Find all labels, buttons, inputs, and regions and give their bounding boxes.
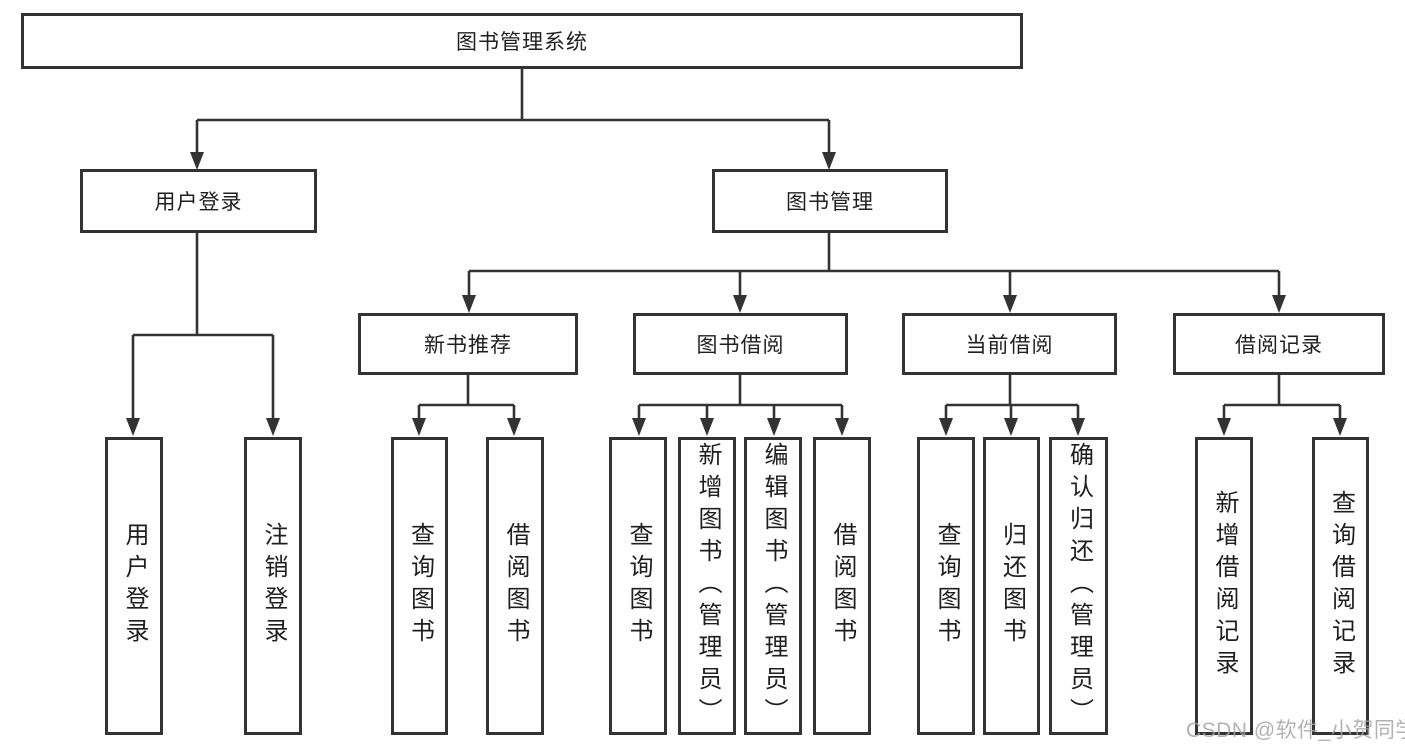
- node-label: 用户登录: [121, 522, 148, 650]
- node-label: 用户登录: [154, 191, 243, 214]
- leaf-add-borrow-record: 新增借阅记录: [1195, 437, 1253, 735]
- node-label: 借阅图书: [502, 522, 529, 650]
- leaf-edit-books-admin: 编辑图书（管理员）: [744, 437, 802, 735]
- node-label: 新增图书（管理员）: [694, 442, 721, 730]
- node-label: 新增借阅记录: [1211, 490, 1238, 682]
- node-book-management: 图书管理: [712, 169, 948, 233]
- node-label: 注销登录: [260, 522, 287, 650]
- csdn-watermark: CSDN @软件_小贺同学: [1186, 719, 1405, 742]
- node-label: 图书管理: [786, 191, 874, 214]
- node-system-root: 图书管理系统: [21, 13, 1023, 69]
- connector-segments: [131, 68, 1342, 420]
- node-label: 归还图书: [998, 522, 1026, 650]
- leaf-add-books-admin: 新增图书（管理员）: [678, 437, 736, 735]
- node-new-book-recommend: 新书推荐: [358, 313, 578, 375]
- node-user-login: 用户登录: [80, 169, 317, 233]
- arrowheads: [126, 152, 1347, 436]
- leaf-borrow-books: 借阅图书: [486, 437, 544, 735]
- node-label: 查询借阅记录: [1327, 490, 1355, 682]
- node-label: 新书推荐: [424, 334, 512, 357]
- node-label: 当前借阅: [965, 334, 1054, 357]
- leaf-borrow-books: 借阅图书: [813, 437, 871, 735]
- node-borrowing-records: 借阅记录: [1173, 313, 1385, 375]
- leaf-logout: 注销登录: [244, 437, 302, 735]
- node-label: 查询图书: [933, 522, 960, 650]
- node-label: 借阅记录: [1235, 334, 1323, 357]
- leaf-return-books: 归还图书: [983, 437, 1040, 735]
- node-label: 图书借阅: [696, 334, 785, 357]
- leaf-query-borrow-record: 查询借阅记录: [1312, 437, 1369, 735]
- node-label: 图书管理系统: [456, 31, 588, 54]
- leaf-user-login: 用户登录: [105, 437, 163, 735]
- node-label: 查询图书: [406, 522, 434, 650]
- node-label: 查询图书: [625, 522, 652, 650]
- node-label: 编辑图书（管理员）: [760, 442, 787, 730]
- leaf-confirm-return-admin: 确认归还（管理员）: [1049, 437, 1108, 735]
- node-label: 确认归还（管理员）: [1065, 442, 1093, 730]
- node-label: 借阅图书: [829, 522, 856, 650]
- node-book-borrowing: 图书借阅: [633, 313, 848, 375]
- node-current-borrowing: 当前借阅: [902, 313, 1117, 375]
- leaf-query-books: 查询图书: [609, 437, 667, 735]
- leaf-query-books: 查询图书: [391, 437, 448, 735]
- leaf-query-books: 查询图书: [917, 437, 975, 735]
